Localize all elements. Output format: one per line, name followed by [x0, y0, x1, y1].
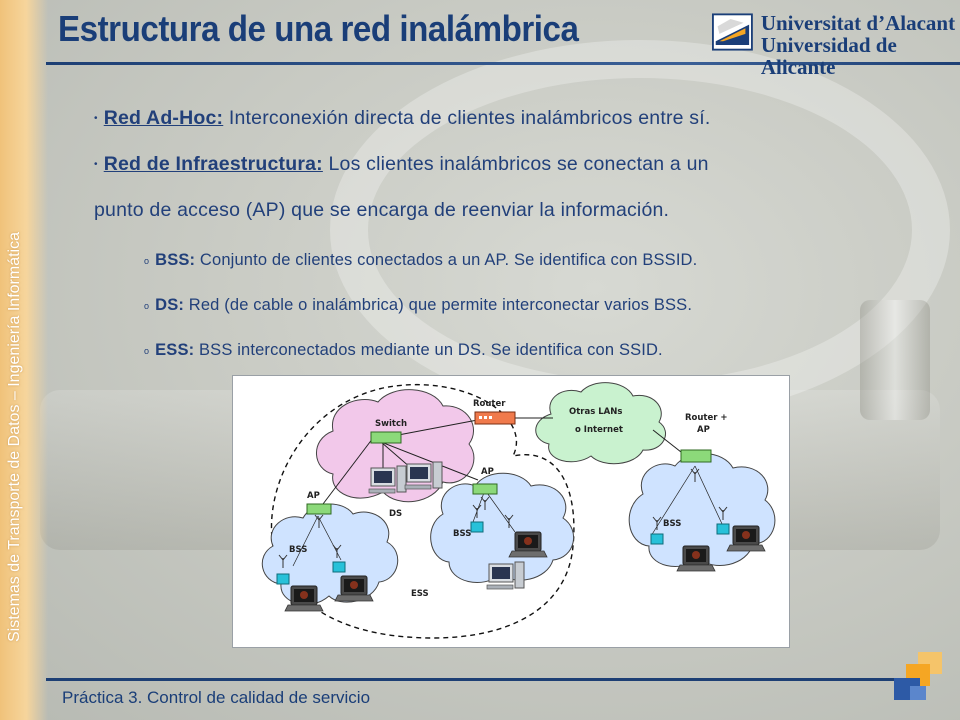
bullet-infraestructura: • Red de Infraestructura: Los clientes in…: [94, 153, 709, 176]
logo-text-line2: Universidad de Alicante: [760, 33, 897, 79]
sub-bullet-ess: o ESS: BSS interconectados mediante un DS…: [144, 341, 663, 360]
background-decoration: [330, 40, 950, 420]
bullet-dot: •: [94, 159, 98, 171]
label-switch: Switch: [375, 419, 407, 429]
bullet-dot: •: [94, 113, 98, 125]
corner-decoration-icon: [894, 652, 942, 700]
sub-bullet-marker: o: [144, 345, 150, 356]
sub-bullet-key: DS:: [155, 296, 185, 314]
left-band: [0, 0, 48, 720]
label-ap-left: AP: [307, 491, 320, 501]
label-router-ap: Router +: [685, 413, 728, 423]
title-rule: [46, 62, 960, 65]
label-bss-mid: BSS: [453, 529, 471, 539]
slide-title: Estructura de una red inalámbrica: [58, 8, 579, 49]
university-logo: Universitat d’Alacant Universidad de Ali…: [712, 12, 960, 78]
bullet-text: Interconexión directa de clientes inalám…: [223, 107, 711, 129]
bullet-infraestructura-continuation: punto de acceso (AP) que se encarga de r…: [94, 199, 670, 221]
network-diagram: Router Switch Otras LANs o Internet Rout…: [232, 375, 790, 648]
sub-bullet-key: ESS:: [155, 341, 195, 359]
bullet-text: Los clientes inalámbricos se conectan a …: [322, 153, 709, 175]
bullet-term: Red Ad-Hoc:: [103, 107, 224, 129]
label-ap-mid: AP: [481, 467, 494, 477]
cloud-bss-left: [261, 503, 399, 605]
bullet-term: Red de Infraestructura:: [103, 153, 323, 175]
footer-text: Práctica 3. Control de calidad de servic…: [62, 688, 371, 707]
label-router-ap-2: AP: [697, 425, 710, 435]
label-ds: DS: [389, 509, 402, 519]
background-decoration: [860, 300, 930, 420]
label-bss-right: BSS: [663, 519, 681, 529]
sub-bullet-key: BSS:: [155, 251, 196, 269]
university-logo-icon: [712, 13, 753, 51]
label-other-lans: Otras LANs: [569, 407, 622, 417]
sub-bullet-marker: o: [144, 300, 150, 311]
sub-bullet-ds: o DS: Red (de cable o inalámbrica) que pe…: [144, 296, 692, 315]
cloud-internet: [535, 382, 666, 465]
label-internet: o Internet: [575, 425, 623, 435]
logo-text-line1: Universitat d’Alacant: [760, 11, 956, 35]
ess-boundary: [270, 383, 575, 639]
sub-bullet-bss: o BSS: Conjunto de clientes conectados a …: [144, 251, 697, 270]
label-bss-left: BSS: [289, 545, 307, 555]
label-router: Router: [473, 399, 506, 409]
side-label: Sistemas de Transporte de Datos – Ingeni…: [6, 232, 23, 642]
sub-bullet-text: Conjunto de clientes conectados a un AP.…: [195, 251, 698, 269]
sub-bullet-text: BSS interconectados mediante un DS. Se i…: [194, 341, 663, 359]
bullet-adhoc: • Red Ad-Hoc: Interconexión directa de cl…: [94, 107, 711, 130]
footer-rule: [46, 678, 894, 681]
label-ess: ESS: [411, 589, 429, 599]
sub-bullet-text: Red (de cable o inalámbrica) que permite…: [184, 296, 693, 314]
sub-bullet-marker: o: [144, 255, 150, 266]
